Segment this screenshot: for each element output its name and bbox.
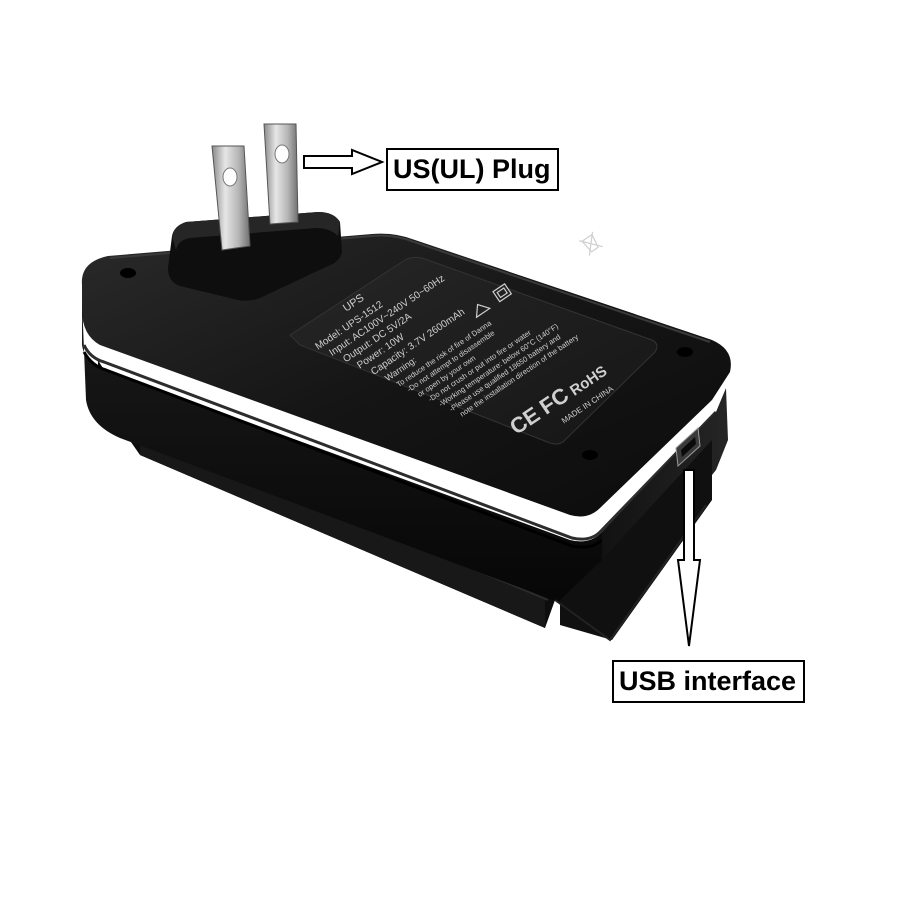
plug-callout-arrow — [303, 148, 385, 176]
plug-prong-right — [263, 123, 299, 225]
double-insulation-icon — [492, 283, 513, 303]
screw-hole — [677, 347, 693, 357]
plug-prong-left — [211, 145, 251, 251]
rating-label-plate — [289, 256, 658, 445]
weee-bin-icon — [579, 231, 603, 256]
usb-port — [675, 426, 701, 468]
screw-hole — [582, 450, 598, 460]
screw-hole — [120, 268, 136, 278]
usb-callout-label: USB interface — [612, 660, 806, 703]
usb-callout-arrow — [676, 469, 702, 647]
indoor-use-icon — [475, 303, 492, 319]
us-plug — [168, 123, 342, 301]
plug-callout-label: US(UL) Plug — [386, 148, 560, 191]
